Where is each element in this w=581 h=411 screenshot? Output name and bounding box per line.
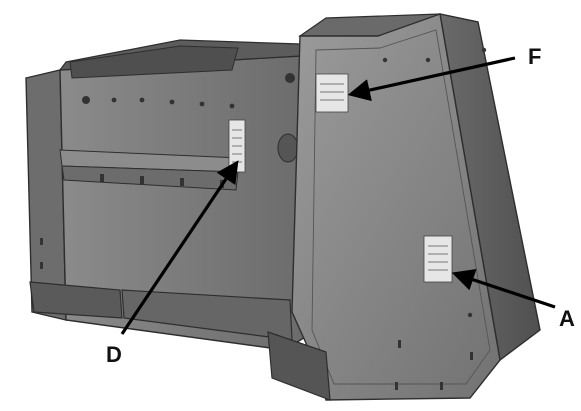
- body-tower-section: [267, 13, 541, 401]
- body-left-section: [25, 39, 319, 351]
- callout-arrow-a: [451, 269, 556, 309]
- callout-arrow-d: [120, 160, 239, 335]
- callout-label-d: D: [106, 342, 122, 367]
- decal-f: [315, 73, 349, 113]
- decal-a: [423, 235, 453, 283]
- callout-label-a: A: [559, 306, 575, 331]
- callout-arrow-f: [347, 56, 516, 102]
- callout-label-f: F: [528, 44, 541, 69]
- callout-arrows: [120, 56, 556, 335]
